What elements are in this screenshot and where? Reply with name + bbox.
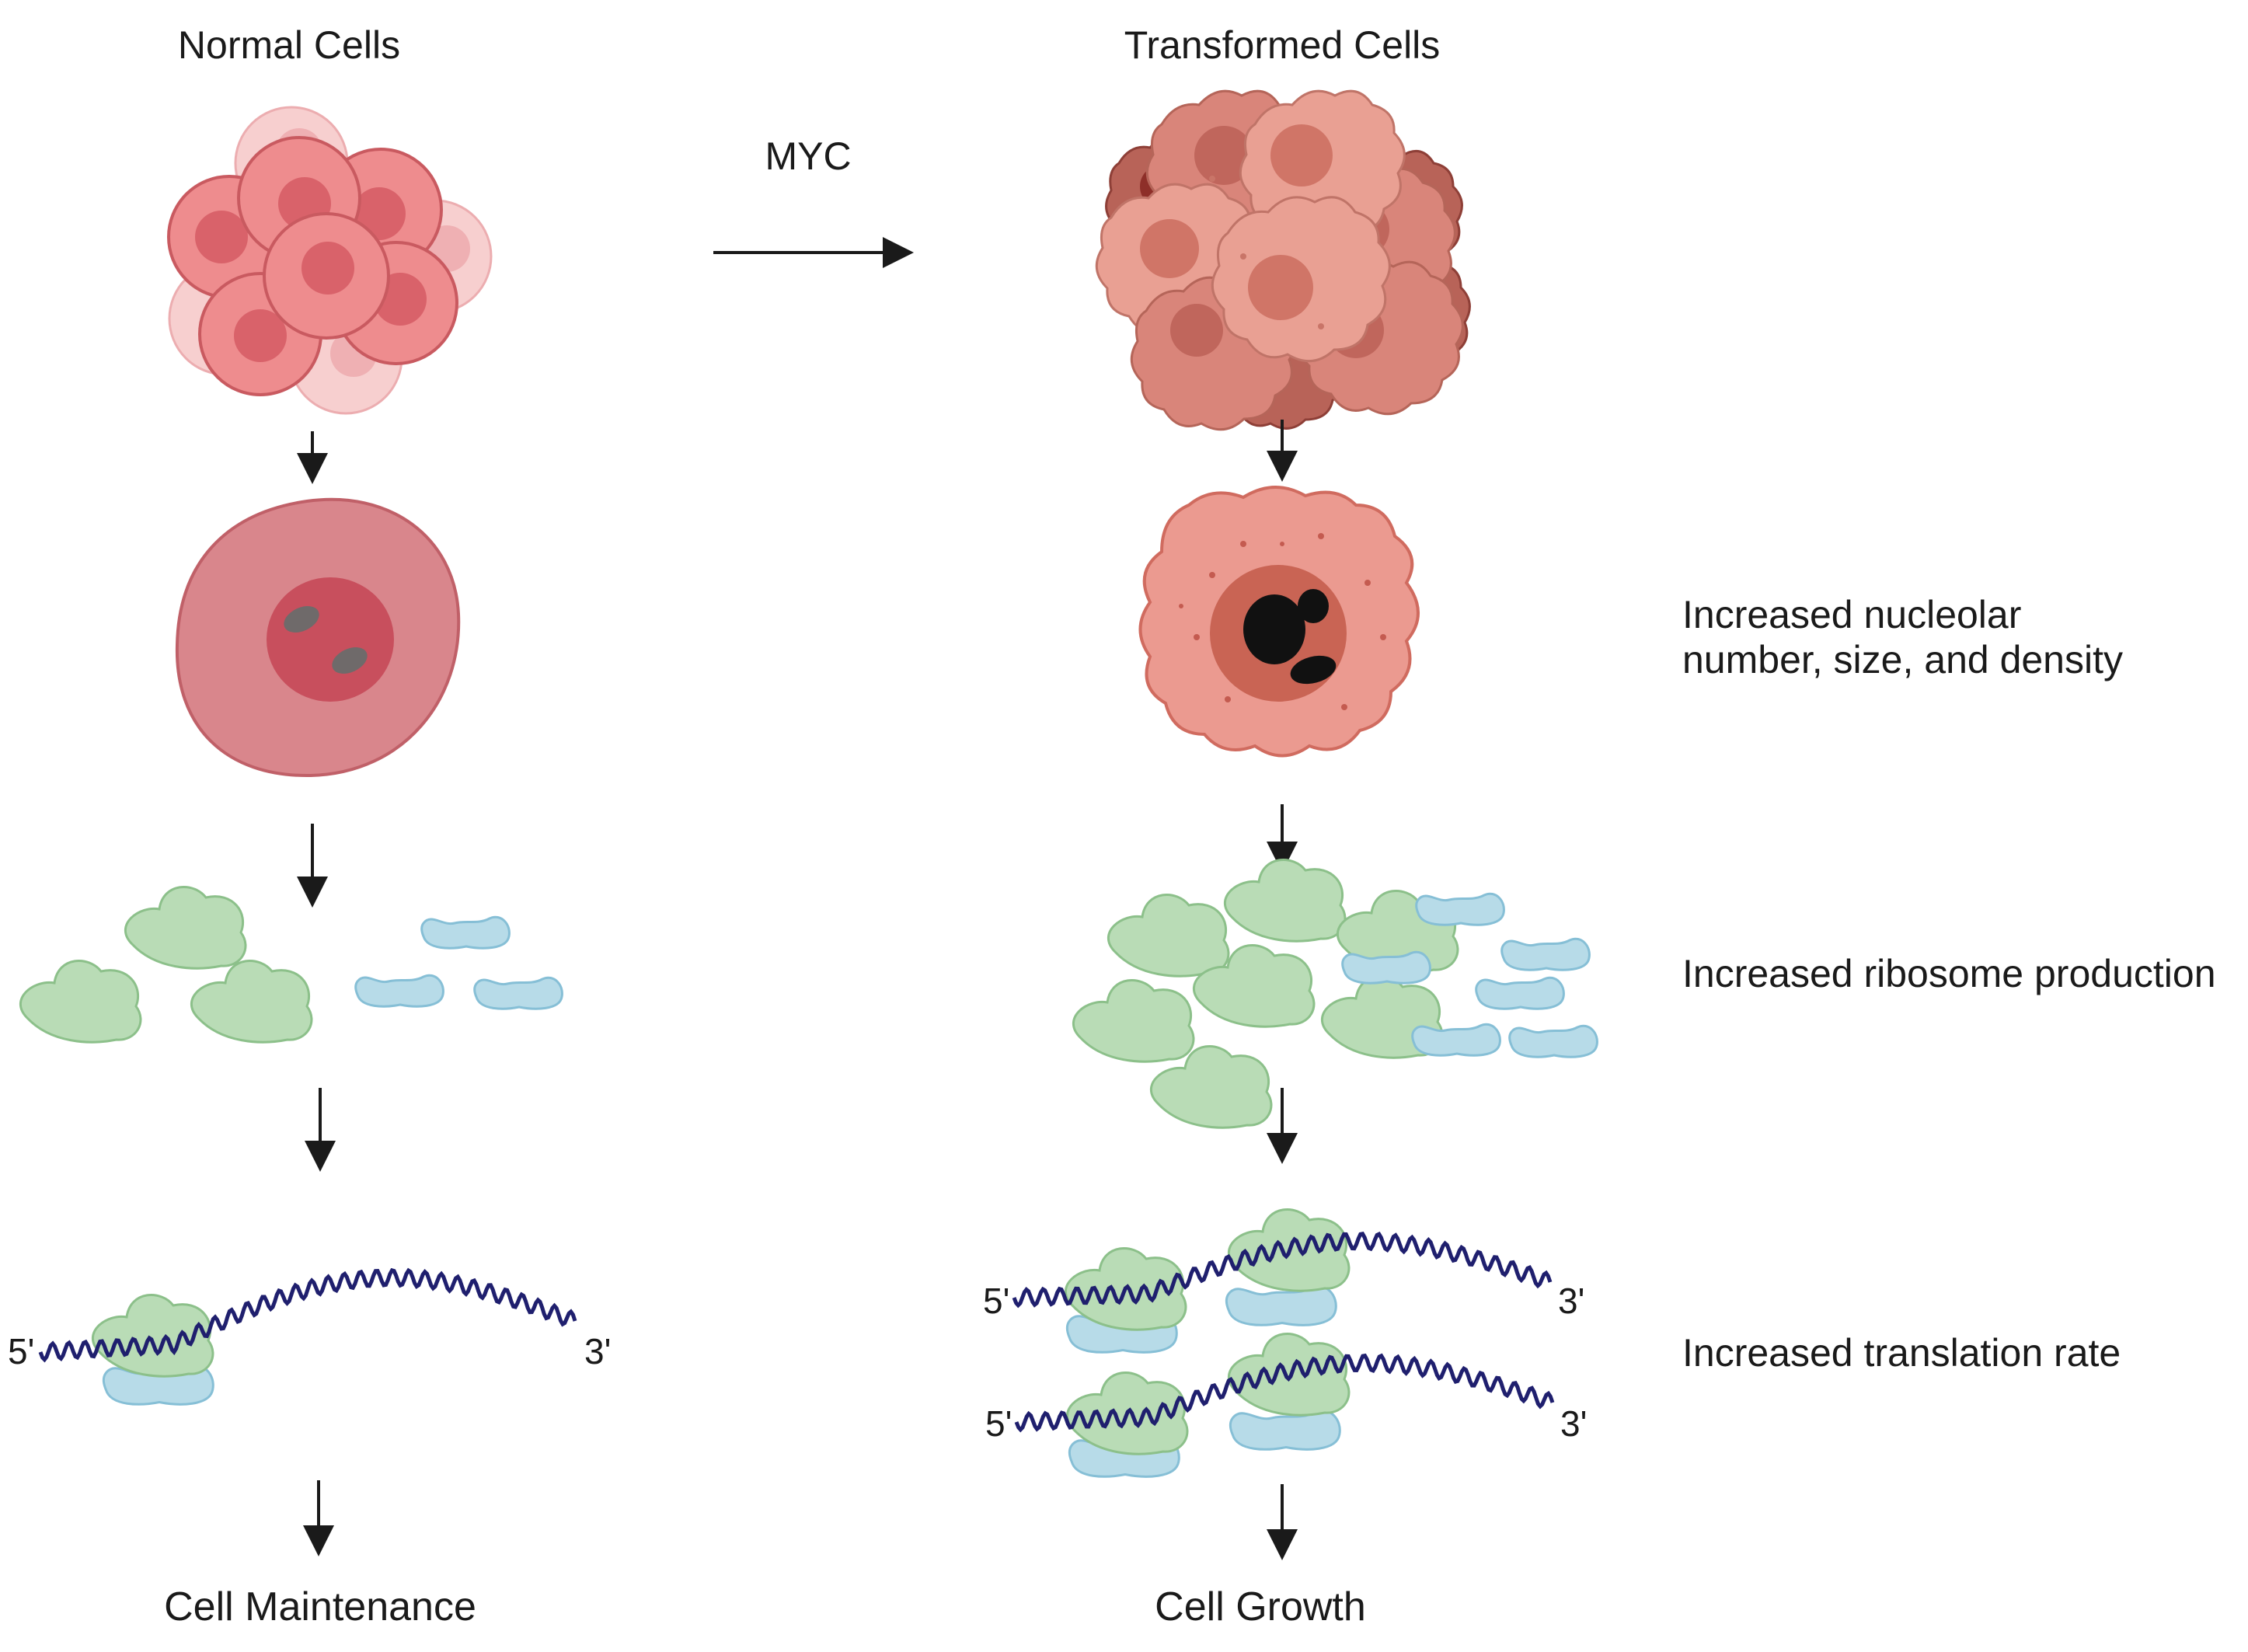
small-subunit-icon bbox=[1475, 976, 1565, 1010]
small-subunit-icon bbox=[1411, 1023, 1501, 1057]
small-subunit-icon bbox=[354, 974, 444, 1008]
large-subunit-icon bbox=[1107, 894, 1230, 978]
large-subunit-icon bbox=[1224, 859, 1347, 943]
small-subunit-icon bbox=[1341, 950, 1431, 985]
small-subunit-icon bbox=[473, 976, 563, 1010]
five-prime-label: 5' bbox=[983, 1281, 1009, 1321]
ribosome-subunits-transformed bbox=[1072, 859, 1598, 1129]
five-prime-label: 5' bbox=[8, 1331, 34, 1371]
normal-cell-cluster-icon bbox=[167, 106, 493, 415]
translation-transformed bbox=[1012, 1208, 1555, 1478]
three-prime-label: 3' bbox=[1558, 1281, 1584, 1321]
transformed-cell-icon bbox=[1138, 486, 1420, 758]
small-subunit-icon bbox=[1225, 1284, 1337, 1326]
large-subunit-icon bbox=[124, 886, 247, 970]
large-subunit-icon bbox=[1193, 944, 1316, 1028]
normal-cell-icon bbox=[175, 497, 461, 778]
side-label-translation: Increased translation rate bbox=[1682, 1331, 2121, 1375]
large-subunit-icon bbox=[92, 1294, 214, 1378]
myc-label: MYC bbox=[765, 134, 851, 178]
mrna-strand-icon bbox=[1014, 1353, 1555, 1433]
side-label-ribosome: Increased ribosome production bbox=[1682, 952, 2216, 995]
small-subunit-icon bbox=[1229, 1409, 1341, 1451]
three-prime-label: 3' bbox=[1560, 1403, 1587, 1444]
side-label-nucleolar-line1: Increased nucleolar bbox=[1682, 593, 2021, 636]
transformed-cell-cluster-icon bbox=[1095, 89, 1471, 431]
large-subunit-icon bbox=[19, 960, 142, 1044]
mrna-strand-icon bbox=[1012, 1231, 1553, 1309]
small-subunit-icon bbox=[1415, 892, 1505, 926]
translation-normal bbox=[38, 1267, 577, 1406]
small-subunit-icon bbox=[420, 915, 511, 950]
three-prime-label: 3' bbox=[584, 1331, 611, 1371]
small-subunit-icon bbox=[1508, 1024, 1598, 1058]
outcome-cell-maintenance: Cell Maintenance bbox=[164, 1584, 476, 1629]
large-subunit-icon bbox=[190, 960, 313, 1044]
header-transformed-cells: Transformed Cells bbox=[1124, 23, 1441, 67]
header-normal-cells: Normal Cells bbox=[178, 23, 400, 67]
large-subunit-icon bbox=[1072, 979, 1195, 1063]
outcome-cell-growth: Cell Growth bbox=[1155, 1584, 1366, 1629]
small-subunit-icon bbox=[1500, 937, 1591, 971]
large-subunit-icon bbox=[1228, 1333, 1351, 1417]
side-label-nucleolar-line2: number, size, and density bbox=[1682, 638, 2123, 681]
ribosome-subunits-normal bbox=[19, 886, 563, 1044]
large-subunit-icon bbox=[1150, 1045, 1273, 1129]
five-prime-label: 5' bbox=[985, 1403, 1012, 1444]
mrna-strand-icon bbox=[38, 1267, 577, 1363]
